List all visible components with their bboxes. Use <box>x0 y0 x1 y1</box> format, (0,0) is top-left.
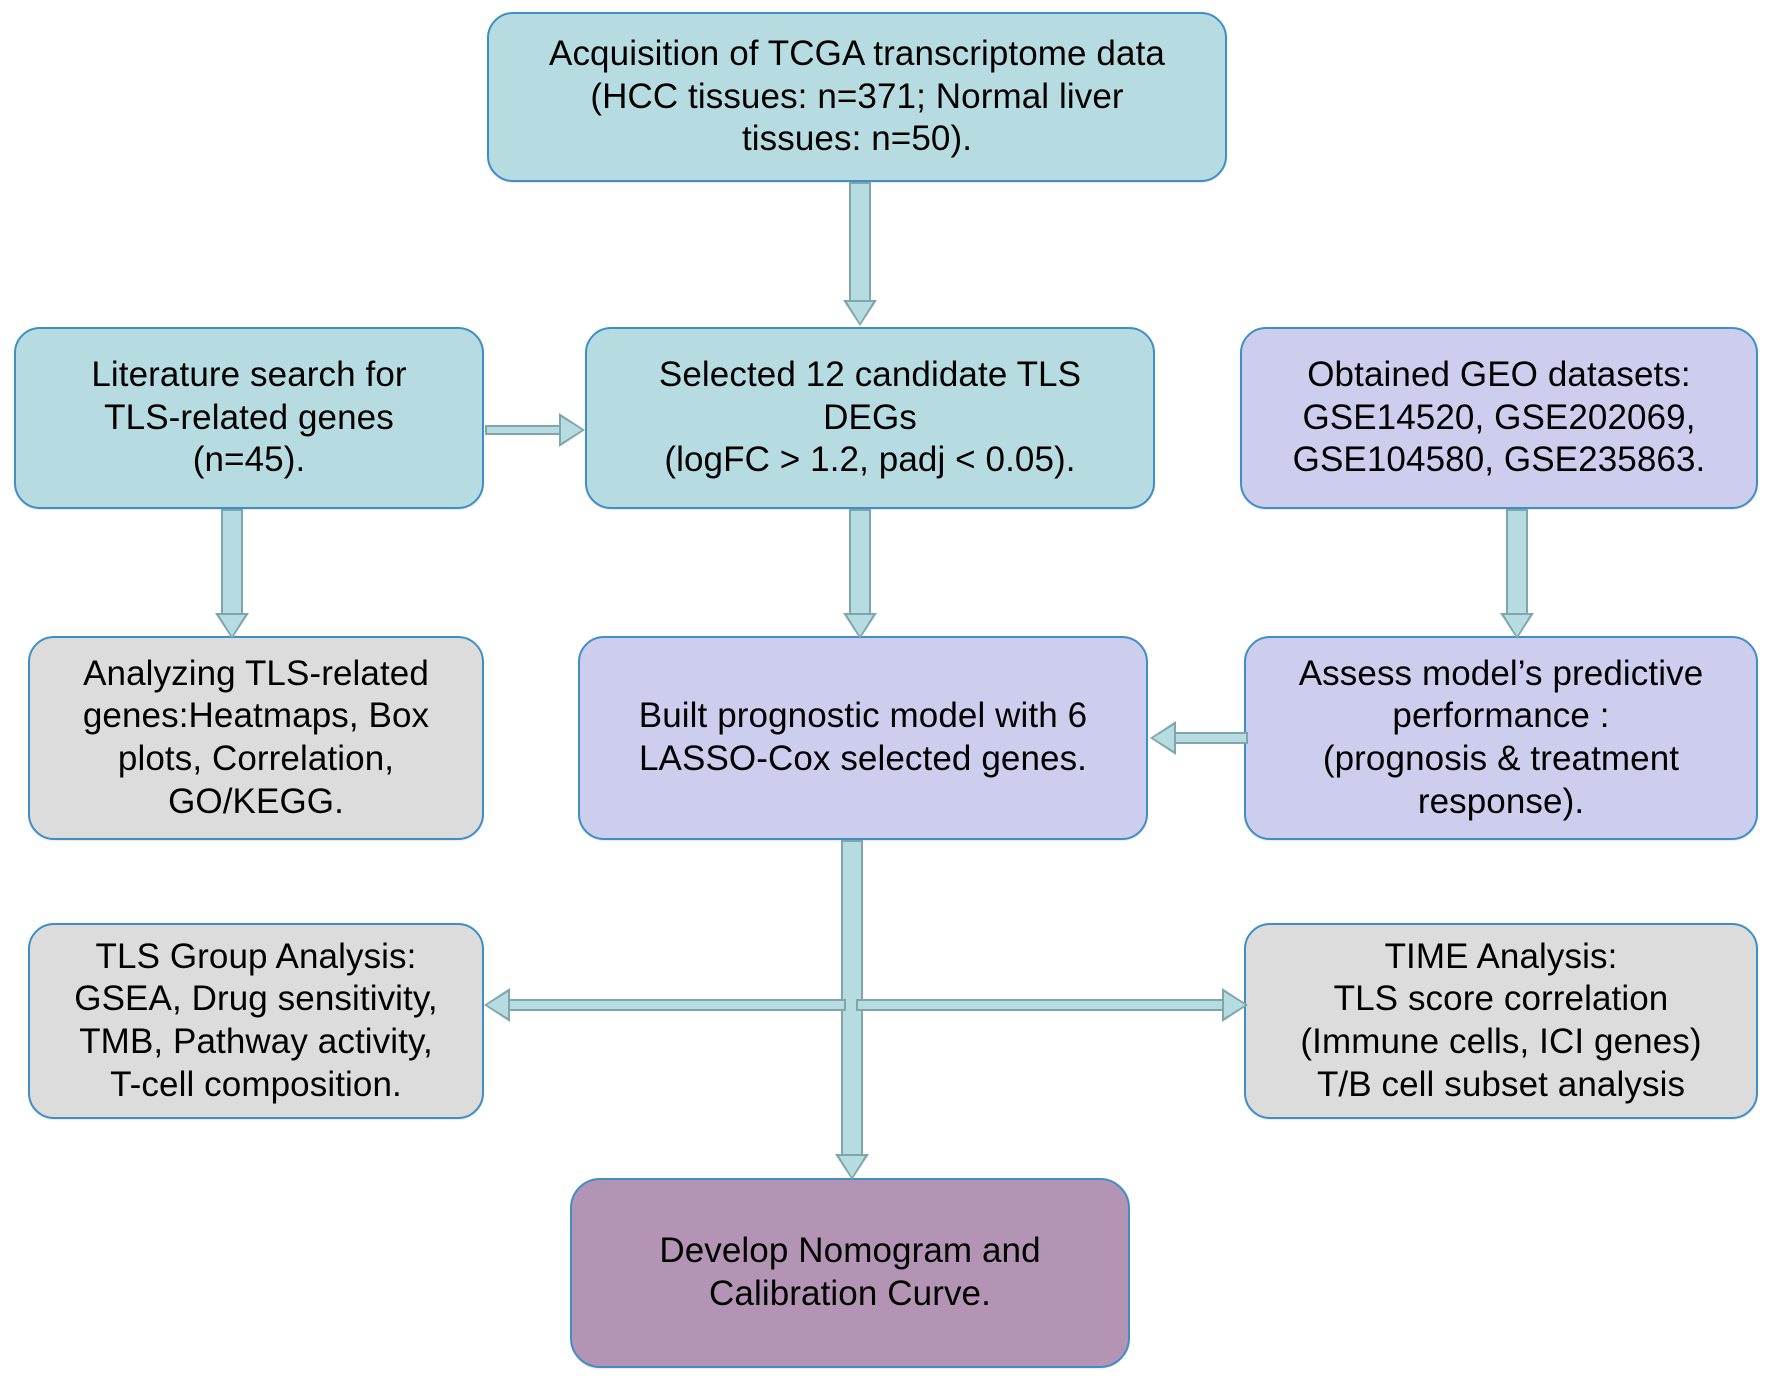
arrow-head-fill <box>219 615 245 636</box>
node-analyzing[interactable]: Analyzing TLS-related genes:Heatmaps, Bo… <box>28 636 484 840</box>
node-acquisition[interactable]: Acquisition of TCGA transcriptome data (… <box>487 12 1227 182</box>
node-acquisition-label: Acquisition of TCGA transcriptome data (… <box>549 33 1165 159</box>
arrow-degs-to-model <box>833 509 887 639</box>
arrow-model-to-nomogram <box>825 840 879 1180</box>
arrow-shaft <box>485 425 563 435</box>
arrow-head-fill <box>487 992 508 1018</box>
arrow-head-fill <box>561 417 582 443</box>
node-model[interactable]: Built prognostic model with 6 LASSO-Cox … <box>578 636 1148 840</box>
arrow-head-fill <box>1504 615 1530 636</box>
arrow-model-to-time-analysis <box>856 985 1248 1025</box>
arrow-literature-to-analyzing <box>205 509 259 639</box>
arrow-head-fill <box>847 302 873 323</box>
arrow-literature-to-degs <box>485 410 585 450</box>
arrow-shaft <box>1172 732 1248 744</box>
arrow-head-fill <box>839 1156 865 1177</box>
node-analyzing-label: Analyzing TLS-related genes:Heatmaps, Bo… <box>82 653 430 821</box>
arrow-geo-to-assess <box>1490 509 1544 639</box>
node-tls-group[interactable]: TLS Group Analysis: GSEA, Drug sensitivi… <box>28 923 484 1119</box>
arrow-shaft <box>849 509 871 615</box>
arrow-shaft <box>221 509 243 615</box>
node-model-label: Built prognostic model with 6 LASSO-Cox … <box>638 696 1088 778</box>
arrow-model-to-tls-group <box>484 985 846 1025</box>
arrow-head-fill <box>1153 725 1174 751</box>
arrow-acquisition-to-degs <box>833 182 887 326</box>
node-time-analysis-label: TIME Analysis: TLS score correlation (Im… <box>1300 936 1702 1104</box>
arrow-shaft <box>506 999 846 1011</box>
node-literature[interactable]: Literature search for TLS-related genes … <box>14 327 484 509</box>
node-assess[interactable]: Assess model’s predictive performance : … <box>1244 636 1758 840</box>
node-nomogram-label: Develop Nomogram and Calibration Curve. <box>659 1231 1041 1313</box>
arrow-shaft <box>849 182 871 302</box>
arrow-shaft <box>1506 509 1528 615</box>
arrow-assess-to-model <box>1150 718 1248 758</box>
arrow-shaft <box>856 999 1226 1011</box>
node-nomogram[interactable]: Develop Nomogram and Calibration Curve. <box>570 1178 1130 1368</box>
node-degs-label: Selected 12 candidate TLS DEGs (logFC > … <box>658 354 1082 480</box>
arrow-head-fill <box>1224 992 1245 1018</box>
node-degs[interactable]: Selected 12 candidate TLS DEGs (logFC > … <box>585 327 1155 509</box>
node-assess-label: Assess model’s predictive performance : … <box>1298 653 1704 821</box>
arrow-head-fill <box>847 615 873 636</box>
node-tls-group-label: TLS Group Analysis: GSEA, Drug sensitivi… <box>74 936 438 1104</box>
node-literature-label: Literature search for TLS-related genes … <box>91 354 407 480</box>
node-time-analysis[interactable]: TIME Analysis: TLS score correlation (Im… <box>1244 923 1758 1119</box>
node-geo[interactable]: Obtained GEO datasets: GSE14520, GSE2020… <box>1240 327 1758 509</box>
node-geo-label: Obtained GEO datasets: GSE14520, GSE2020… <box>1292 354 1706 480</box>
